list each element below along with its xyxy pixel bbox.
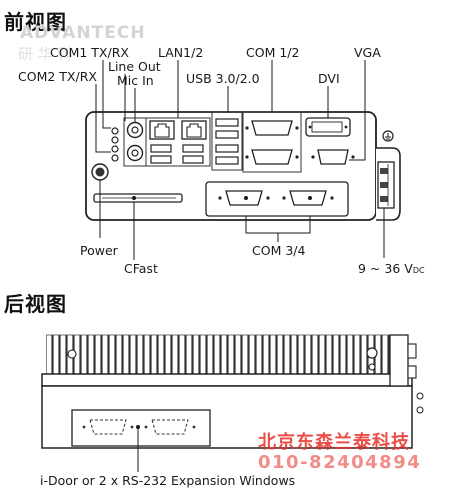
com12-label: COM 1/2 bbox=[246, 45, 300, 60]
com2-txrx-label: COM2 TX/RX bbox=[18, 69, 97, 84]
dc-voltage-text: 9 ~ 36 V bbox=[358, 261, 413, 276]
cfast-label: CFast bbox=[124, 261, 158, 276]
idoor-window bbox=[71, 409, 211, 447]
usb-group bbox=[211, 111, 243, 171]
mic-in-label: Mic In bbox=[117, 73, 154, 88]
cfast-slot bbox=[93, 193, 183, 203]
dvi-port bbox=[305, 117, 351, 137]
front-leader-lines bbox=[95, 60, 385, 260]
company-watermark: 北京东森兰泰科技 bbox=[258, 432, 410, 453]
vga-label: VGA bbox=[354, 45, 381, 60]
brand-watermark: ADVANTECH bbox=[20, 23, 146, 43]
rear-heatsink bbox=[46, 334, 390, 375]
usb-ports-column bbox=[215, 118, 239, 165]
usb-label: USB 3.0/2.0 bbox=[186, 71, 260, 86]
usb-ports-lower-left bbox=[150, 144, 204, 164]
com34-group bbox=[205, 181, 349, 217]
brand-watermark-cn: 研 华 科 bbox=[18, 45, 73, 63]
vga-port bbox=[311, 149, 355, 165]
rear-view-heading: 后视图 bbox=[4, 292, 67, 316]
power-button bbox=[91, 163, 109, 181]
ground-icon bbox=[382, 130, 394, 142]
front-leader-dots bbox=[132, 196, 312, 200]
dvi-label: DVI bbox=[318, 71, 340, 86]
dc-terminal-block bbox=[377, 161, 395, 209]
front-view-heading: 前视图 bbox=[4, 10, 67, 34]
phone-watermark: 010-82404894 bbox=[258, 452, 422, 473]
power-label: Power bbox=[80, 243, 118, 258]
rear-leader bbox=[136, 425, 140, 472]
lan-ports bbox=[149, 120, 207, 140]
com1-txrx-label: COM1 TX/RX bbox=[50, 45, 129, 60]
audio-jacks bbox=[123, 117, 147, 167]
com-status-leds bbox=[111, 127, 119, 162]
dc-subscript: DC bbox=[412, 266, 425, 275]
line-out-label: Line Out bbox=[108, 59, 161, 74]
com12-ports bbox=[245, 120, 299, 165]
dc-input-label: 9 ~ 36 VDC bbox=[358, 262, 425, 278]
idoor-label: i-Door or 2 x RS-232 Expansion Windows bbox=[40, 473, 296, 488]
lan-label: LAN1/2 bbox=[158, 45, 204, 60]
com34-label: COM 3/4 bbox=[252, 243, 306, 258]
